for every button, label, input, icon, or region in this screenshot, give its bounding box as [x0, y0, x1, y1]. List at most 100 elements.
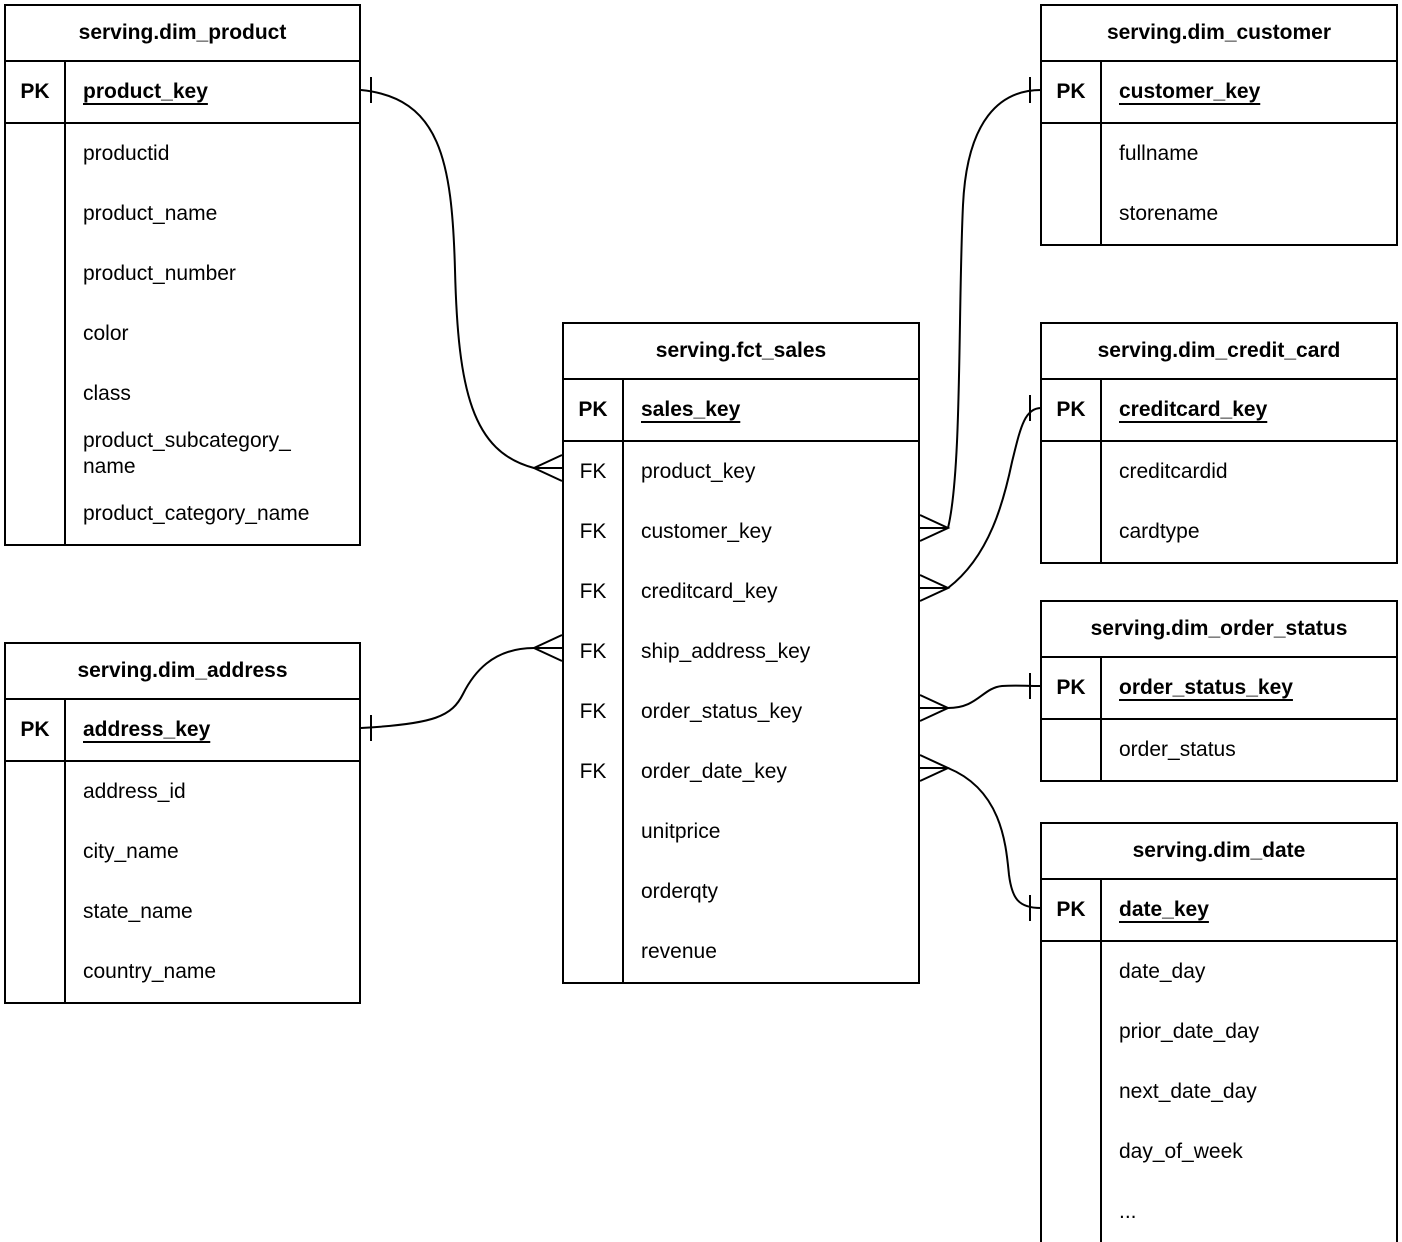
field-key-label — [6, 424, 66, 484]
field-key-label — [6, 184, 66, 244]
field-key-label — [1042, 942, 1102, 1002]
relationship-fct_sales-dim_customer — [919, 77, 1042, 542]
pk-badge: PK — [1042, 658, 1102, 718]
crow-foot-icon — [531, 634, 563, 662]
table-title: serving.dim_order_status — [1042, 602, 1396, 658]
pk-badge: PK — [1042, 880, 1102, 940]
field-name: unitprice — [641, 820, 721, 843]
field-name: address_id — [83, 780, 186, 803]
table-dim_date: serving.dim_date PK date_key date_day pr… — [1040, 822, 1398, 1242]
table-dim_product: serving.dim_product PK product_key produ… — [4, 4, 361, 546]
field-key-label — [1042, 1122, 1102, 1182]
field-key-label — [1042, 1062, 1102, 1122]
table-title: serving.dim_date — [1042, 824, 1396, 880]
field-row: FK ship_address_key — [564, 622, 918, 682]
table-title: serving.dim_product — [6, 6, 359, 62]
field-name: country_name — [83, 960, 217, 983]
relationship-curve — [360, 89, 535, 469]
field-key-label — [1042, 1182, 1102, 1242]
field-name: state_name — [83, 900, 193, 923]
field-key-label — [6, 882, 66, 942]
field-name: product_name — [83, 202, 218, 225]
pk-field-name: creditcard_key — [1119, 398, 1268, 421]
crow-foot-icon — [919, 574, 951, 602]
relationship-fct_sales-dim_address — [360, 634, 563, 741]
relationship-curve — [947, 89, 1042, 529]
field-name: storename — [1119, 202, 1219, 225]
field-row: unitprice — [564, 802, 918, 862]
field-row: ... — [1042, 1182, 1396, 1242]
field-name: prior_date_day — [1119, 1020, 1260, 1043]
relationship-fct_sales-dim_credit_card — [919, 395, 1042, 602]
field-row: order_status — [1042, 720, 1396, 780]
field-name: product_category_name — [83, 502, 310, 525]
field-name: creditcard_key — [641, 580, 778, 603]
pk-field-name: product_key — [83, 80, 208, 103]
field-key-label — [6, 364, 66, 424]
relationship-fct_sales-dim_date — [919, 754, 1042, 921]
field-row: city_name — [6, 822, 359, 882]
field-key-label: FK — [564, 562, 624, 622]
field-key-label — [564, 802, 624, 862]
field-row: prior_date_day — [1042, 1002, 1396, 1062]
field-name: cardtype — [1119, 520, 1200, 543]
table-title: serving.dim_customer — [1042, 6, 1396, 62]
table-title: serving.fct_sales — [564, 324, 918, 380]
field-name: class — [83, 382, 131, 405]
field-row: state_name — [6, 882, 359, 942]
field-key-label — [1042, 720, 1102, 780]
relationship-fct_sales-dim_order_status — [919, 673, 1042, 722]
field-name: fullname — [1119, 142, 1199, 165]
field-name: product_number — [83, 262, 236, 285]
field-row: FK order_status_key — [564, 682, 918, 742]
field-row: product_category_name — [6, 484, 359, 544]
field-key-label — [1042, 124, 1102, 184]
field-row: orderqty — [564, 862, 918, 922]
field-key-label — [6, 244, 66, 304]
field-name: order_status — [1119, 738, 1236, 761]
field-row: FK order_date_key — [564, 742, 918, 802]
relationship-curve — [947, 767, 1042, 909]
pk-badge: PK — [6, 62, 66, 122]
relationship-fct_sales-dim_product — [360, 77, 563, 482]
field-name: date_day — [1119, 960, 1206, 983]
pk-field-name: customer_key — [1119, 80, 1261, 103]
field-row: cardtype — [1042, 502, 1396, 562]
field-row: next_date_day — [1042, 1062, 1396, 1122]
field-key-label: FK — [564, 502, 624, 562]
relationship-curve — [947, 684, 1042, 709]
field-key-label — [1042, 502, 1102, 562]
field-row: class — [6, 364, 359, 424]
crow-foot-icon — [919, 694, 951, 722]
field-key-label — [6, 124, 66, 184]
field-name: productid — [83, 142, 170, 165]
field-name: orderqty — [641, 880, 719, 903]
pk-badge: PK — [6, 700, 66, 760]
pk-field-name: address_key — [83, 718, 211, 741]
table-dim_order_status: serving.dim_order_status PK order_status… — [1040, 600, 1398, 782]
field-key-label: FK — [564, 622, 624, 682]
field-name: order_date_key — [641, 760, 787, 783]
field-name: customer_key — [641, 520, 772, 543]
field-name: ship_address_key — [641, 640, 811, 663]
table-title: serving.dim_address — [6, 644, 359, 700]
pk-row: PK address_key — [6, 700, 359, 762]
pk-row: PK date_key — [1042, 880, 1396, 942]
field-name: ... — [1119, 1200, 1137, 1223]
pk-row: PK creditcard_key — [1042, 380, 1396, 442]
field-row: revenue — [564, 922, 918, 982]
table-title: serving.dim_credit_card — [1042, 324, 1396, 380]
field-name: city_name — [83, 840, 179, 863]
pk-field-name: order_status_key — [1119, 676, 1293, 699]
field-row: FK creditcard_key — [564, 562, 918, 622]
field-key-label — [6, 942, 66, 1002]
pk-badge: PK — [1042, 62, 1102, 122]
pk-row: PK order_status_key — [1042, 658, 1396, 720]
pk-row: PK product_key — [6, 62, 359, 124]
table-dim_address: serving.dim_address PK address_key addre… — [4, 642, 361, 1004]
field-key-label — [564, 862, 624, 922]
field-name: day_of_week — [1119, 1140, 1243, 1163]
field-name: product_key — [641, 460, 756, 483]
field-name: order_status_key — [641, 700, 803, 723]
